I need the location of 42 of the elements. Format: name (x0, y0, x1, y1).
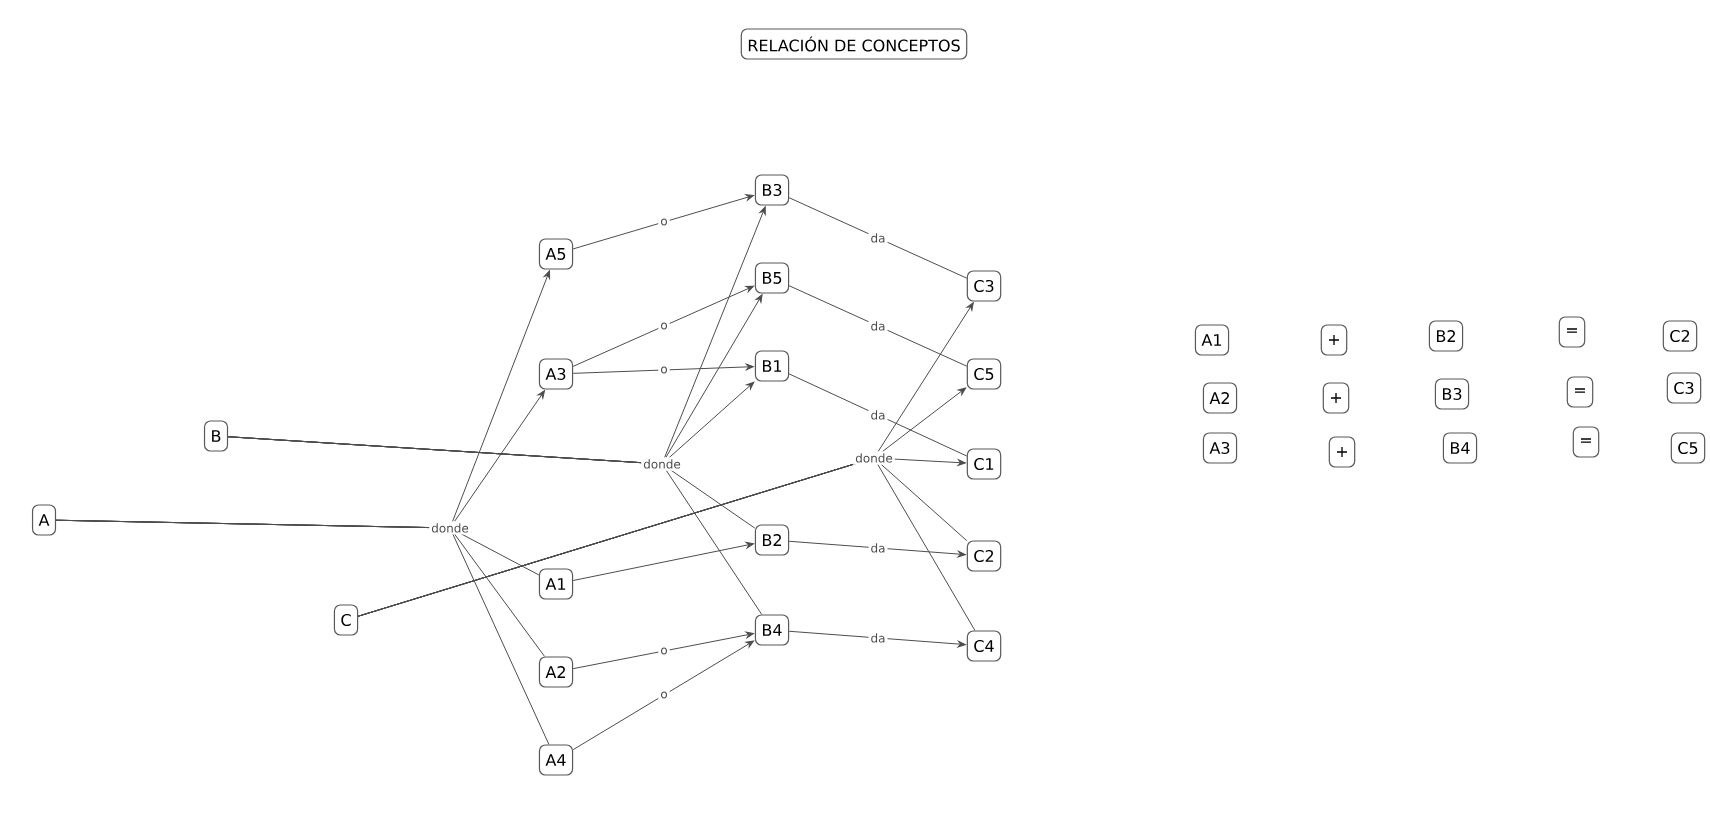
concept-box: C4 (966, 630, 1002, 662)
concept-box: A2 (538, 656, 574, 688)
concept-box: B3 (754, 174, 790, 206)
symbol-box: = (1558, 316, 1586, 348)
symbol-box: = (1566, 376, 1594, 408)
concept-box: A1 (1194, 324, 1230, 356)
concept-box: C (333, 604, 359, 636)
concept-box: A2 (1202, 382, 1238, 414)
concept-box: C3 (966, 270, 1002, 302)
concept-box: A4 (538, 744, 574, 776)
concept-box: C5 (966, 358, 1002, 390)
concept-box: A (31, 504, 57, 536)
concept-box: B2 (754, 524, 790, 556)
concept-box: B (203, 420, 229, 452)
arrow (572, 541, 754, 581)
symbol-box: + (1322, 382, 1350, 414)
concept-box: C2 (1662, 320, 1698, 352)
symbol-box: + (1328, 436, 1356, 468)
concept-box: A3 (538, 358, 574, 390)
arrow (572, 640, 755, 751)
arrow (788, 630, 966, 648)
concept-box: A1 (538, 568, 574, 600)
concept-box: B1 (754, 350, 790, 382)
arrow (788, 540, 966, 558)
concept-box: C2 (966, 540, 1002, 572)
arrow (572, 363, 754, 374)
concept-box: C1 (966, 448, 1002, 480)
concept-box: C3 (1666, 372, 1702, 404)
symbol-box: + (1320, 324, 1348, 356)
symbol-box: = (1572, 426, 1600, 458)
concept-box: B2 (1428, 320, 1464, 352)
concept-box: B4 (754, 614, 790, 646)
concept-box: A5 (538, 238, 574, 270)
concept-box: C5 (1670, 432, 1706, 464)
concept-box: A3 (1202, 432, 1238, 464)
title-box: RELACIÓN DE CONCEPTOS (740, 28, 968, 60)
concept-box: B3 (1434, 378, 1470, 410)
arrow (572, 631, 754, 670)
concept-box: B4 (1442, 432, 1478, 464)
arrow (572, 194, 755, 250)
arrow (572, 285, 755, 367)
concept-box: B5 (754, 262, 790, 294)
